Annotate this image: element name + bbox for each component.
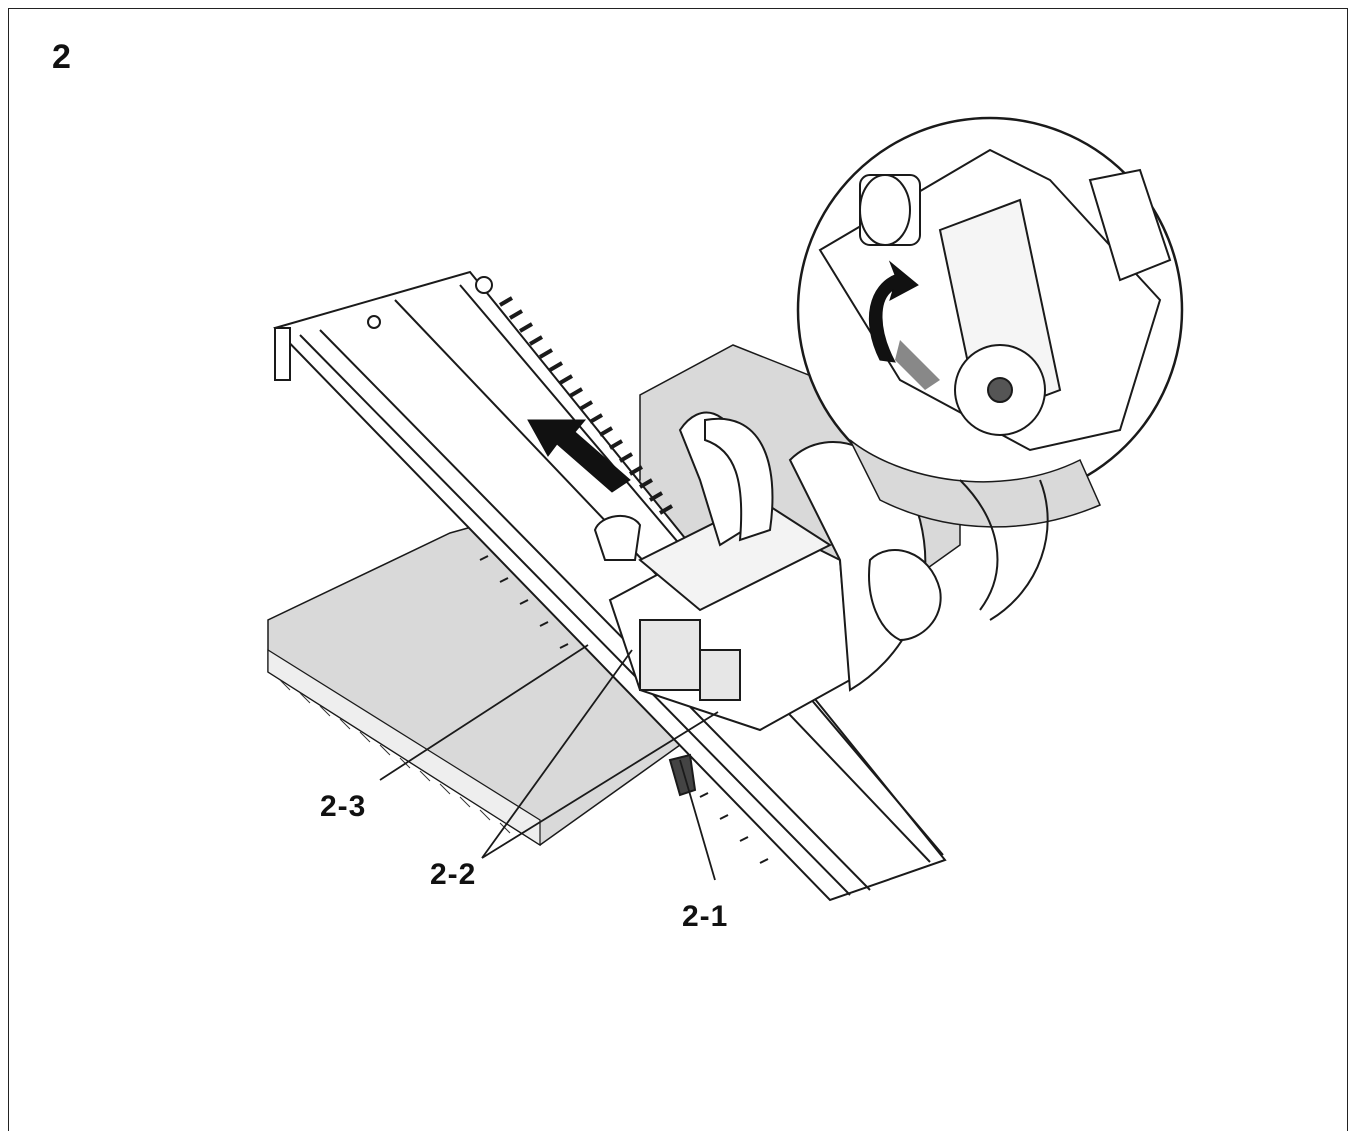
- rail-grip-strip: [498, 296, 674, 515]
- callout-leader-lines: [379, 644, 719, 881]
- rotation-arrow-icon: [868, 260, 919, 363]
- callout-2-1: 2-1: [682, 900, 729, 933]
- figure-frame: [8, 8, 1348, 1131]
- detail-magnifier-circle: [796, 116, 1184, 621]
- figure-number: 2: [52, 38, 71, 76]
- feed-direction-arrow-icon: [527, 419, 631, 493]
- callout-2-3: 2-3: [320, 790, 367, 823]
- callout-2-2: 2-2: [430, 858, 477, 891]
